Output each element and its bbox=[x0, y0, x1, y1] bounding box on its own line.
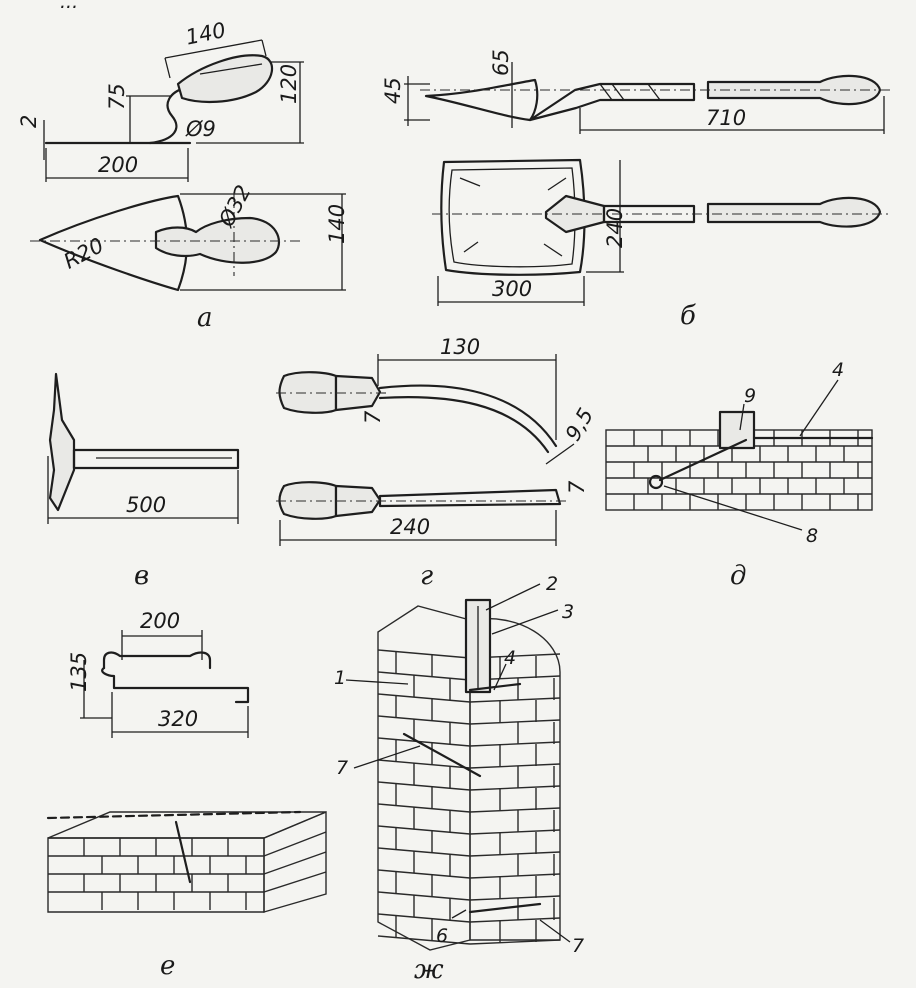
bracket-body bbox=[101, 666, 250, 704]
dim-140-right: 140 bbox=[325, 204, 349, 244]
dim-710: 710 bbox=[706, 106, 746, 130]
dim-7-b: 7 bbox=[565, 480, 589, 494]
figure-label-d: д bbox=[730, 561, 746, 591]
shovel-handle-plan bbox=[706, 196, 882, 228]
tie-wire bbox=[658, 438, 748, 482]
jointer-blade-straight bbox=[378, 488, 562, 508]
wall-d-courses bbox=[606, 445, 872, 495]
dim-r20: R20 bbox=[60, 233, 108, 274]
callout-7-b: 7 bbox=[572, 935, 584, 957]
hammer-head bbox=[48, 372, 76, 512]
callout-9: 9 bbox=[744, 385, 756, 407]
dim-135: 135 bbox=[67, 652, 91, 692]
dim-240-g: 240 bbox=[390, 515, 430, 539]
figure-label-a: а bbox=[197, 303, 213, 333]
top-text-fragment: ... bbox=[60, 0, 78, 13]
figure-label-zh: ж bbox=[414, 955, 444, 985]
callout-3: 3 bbox=[562, 601, 574, 623]
jointer-handle-bottom bbox=[278, 481, 338, 520]
shovel-blade-side bbox=[424, 78, 539, 122]
trowel-neck bbox=[148, 86, 187, 145]
dim-65: 65 bbox=[489, 49, 513, 76]
dim-7-a: 7 bbox=[361, 410, 385, 424]
jointer-blade-curved-top bbox=[378, 384, 558, 448]
shovel-neck-side bbox=[528, 82, 696, 122]
figure-zh-corner: 2 3 1 4 7 6 7 ж bbox=[334, 573, 584, 985]
bracket-installed bbox=[174, 820, 192, 884]
figure-label-v: в bbox=[134, 561, 149, 591]
dim-240-b: 240 bbox=[603, 208, 627, 248]
dim-9-5: 9,5 bbox=[561, 404, 598, 445]
dim-300: 300 bbox=[492, 277, 532, 301]
wall-zh-courses bbox=[377, 649, 561, 945]
brace-middle bbox=[402, 732, 482, 778]
figure-v-hammer: 500 в bbox=[47, 372, 240, 591]
callout-4-d: 4 bbox=[832, 359, 844, 381]
jointer-handle-top bbox=[278, 371, 338, 414]
figure-label-g: г bbox=[420, 561, 433, 591]
wall-e-joints bbox=[83, 838, 247, 910]
dim-500: 500 bbox=[126, 493, 166, 517]
dim-2: 2 bbox=[17, 115, 41, 128]
wall-e-side bbox=[263, 810, 327, 913]
dim-140-top: 140 bbox=[184, 18, 228, 50]
callout-2: 2 bbox=[546, 573, 558, 595]
trowel-handle-plan bbox=[154, 216, 281, 264]
clamp-bottom bbox=[468, 902, 542, 914]
wall-d-joints bbox=[633, 430, 859, 510]
figure-label-b: б bbox=[680, 301, 696, 331]
dim-320: 320 bbox=[158, 707, 198, 731]
cord-e bbox=[46, 810, 302, 820]
hammer-handle bbox=[72, 448, 240, 470]
dim-45: 45 bbox=[381, 77, 405, 104]
dim-130: 130 bbox=[440, 335, 480, 359]
figure-a-trowel: 140 120 75 2 Ø9 200 R20 Ø32 140 а bbox=[17, 18, 349, 333]
figure-e-bracket: 200 135 320 е bbox=[46, 609, 327, 981]
dim-200: 200 bbox=[98, 153, 138, 177]
wall-e-courses bbox=[48, 831, 327, 893]
callout-4-zh: 4 bbox=[504, 647, 516, 669]
callout-1: 1 bbox=[334, 667, 346, 689]
dim-200-e: 200 bbox=[140, 609, 180, 633]
figure-label-e: е bbox=[160, 951, 175, 981]
figure-g-jointer: 130 7 9,5 7 240 г bbox=[276, 335, 598, 591]
dim-75: 75 bbox=[105, 83, 129, 110]
wall-zh-right bbox=[469, 618, 561, 941]
callout-7-a: 7 bbox=[336, 757, 348, 779]
corner-brick-9 bbox=[718, 410, 756, 450]
dim-dia-9: Ø9 bbox=[185, 117, 216, 141]
bracket-top-clip bbox=[102, 651, 212, 670]
wall-e-top bbox=[47, 811, 327, 839]
figure-b-shovel: 65 45 710 240 300 б bbox=[381, 49, 890, 331]
callout-8: 8 bbox=[806, 525, 818, 547]
nail-8 bbox=[648, 474, 664, 490]
figure-d-wall: 9 4 8 д bbox=[605, 359, 874, 591]
trowel-handle-side bbox=[176, 54, 273, 104]
callout-6: 6 bbox=[436, 925, 448, 947]
dim-120: 120 bbox=[277, 64, 301, 104]
